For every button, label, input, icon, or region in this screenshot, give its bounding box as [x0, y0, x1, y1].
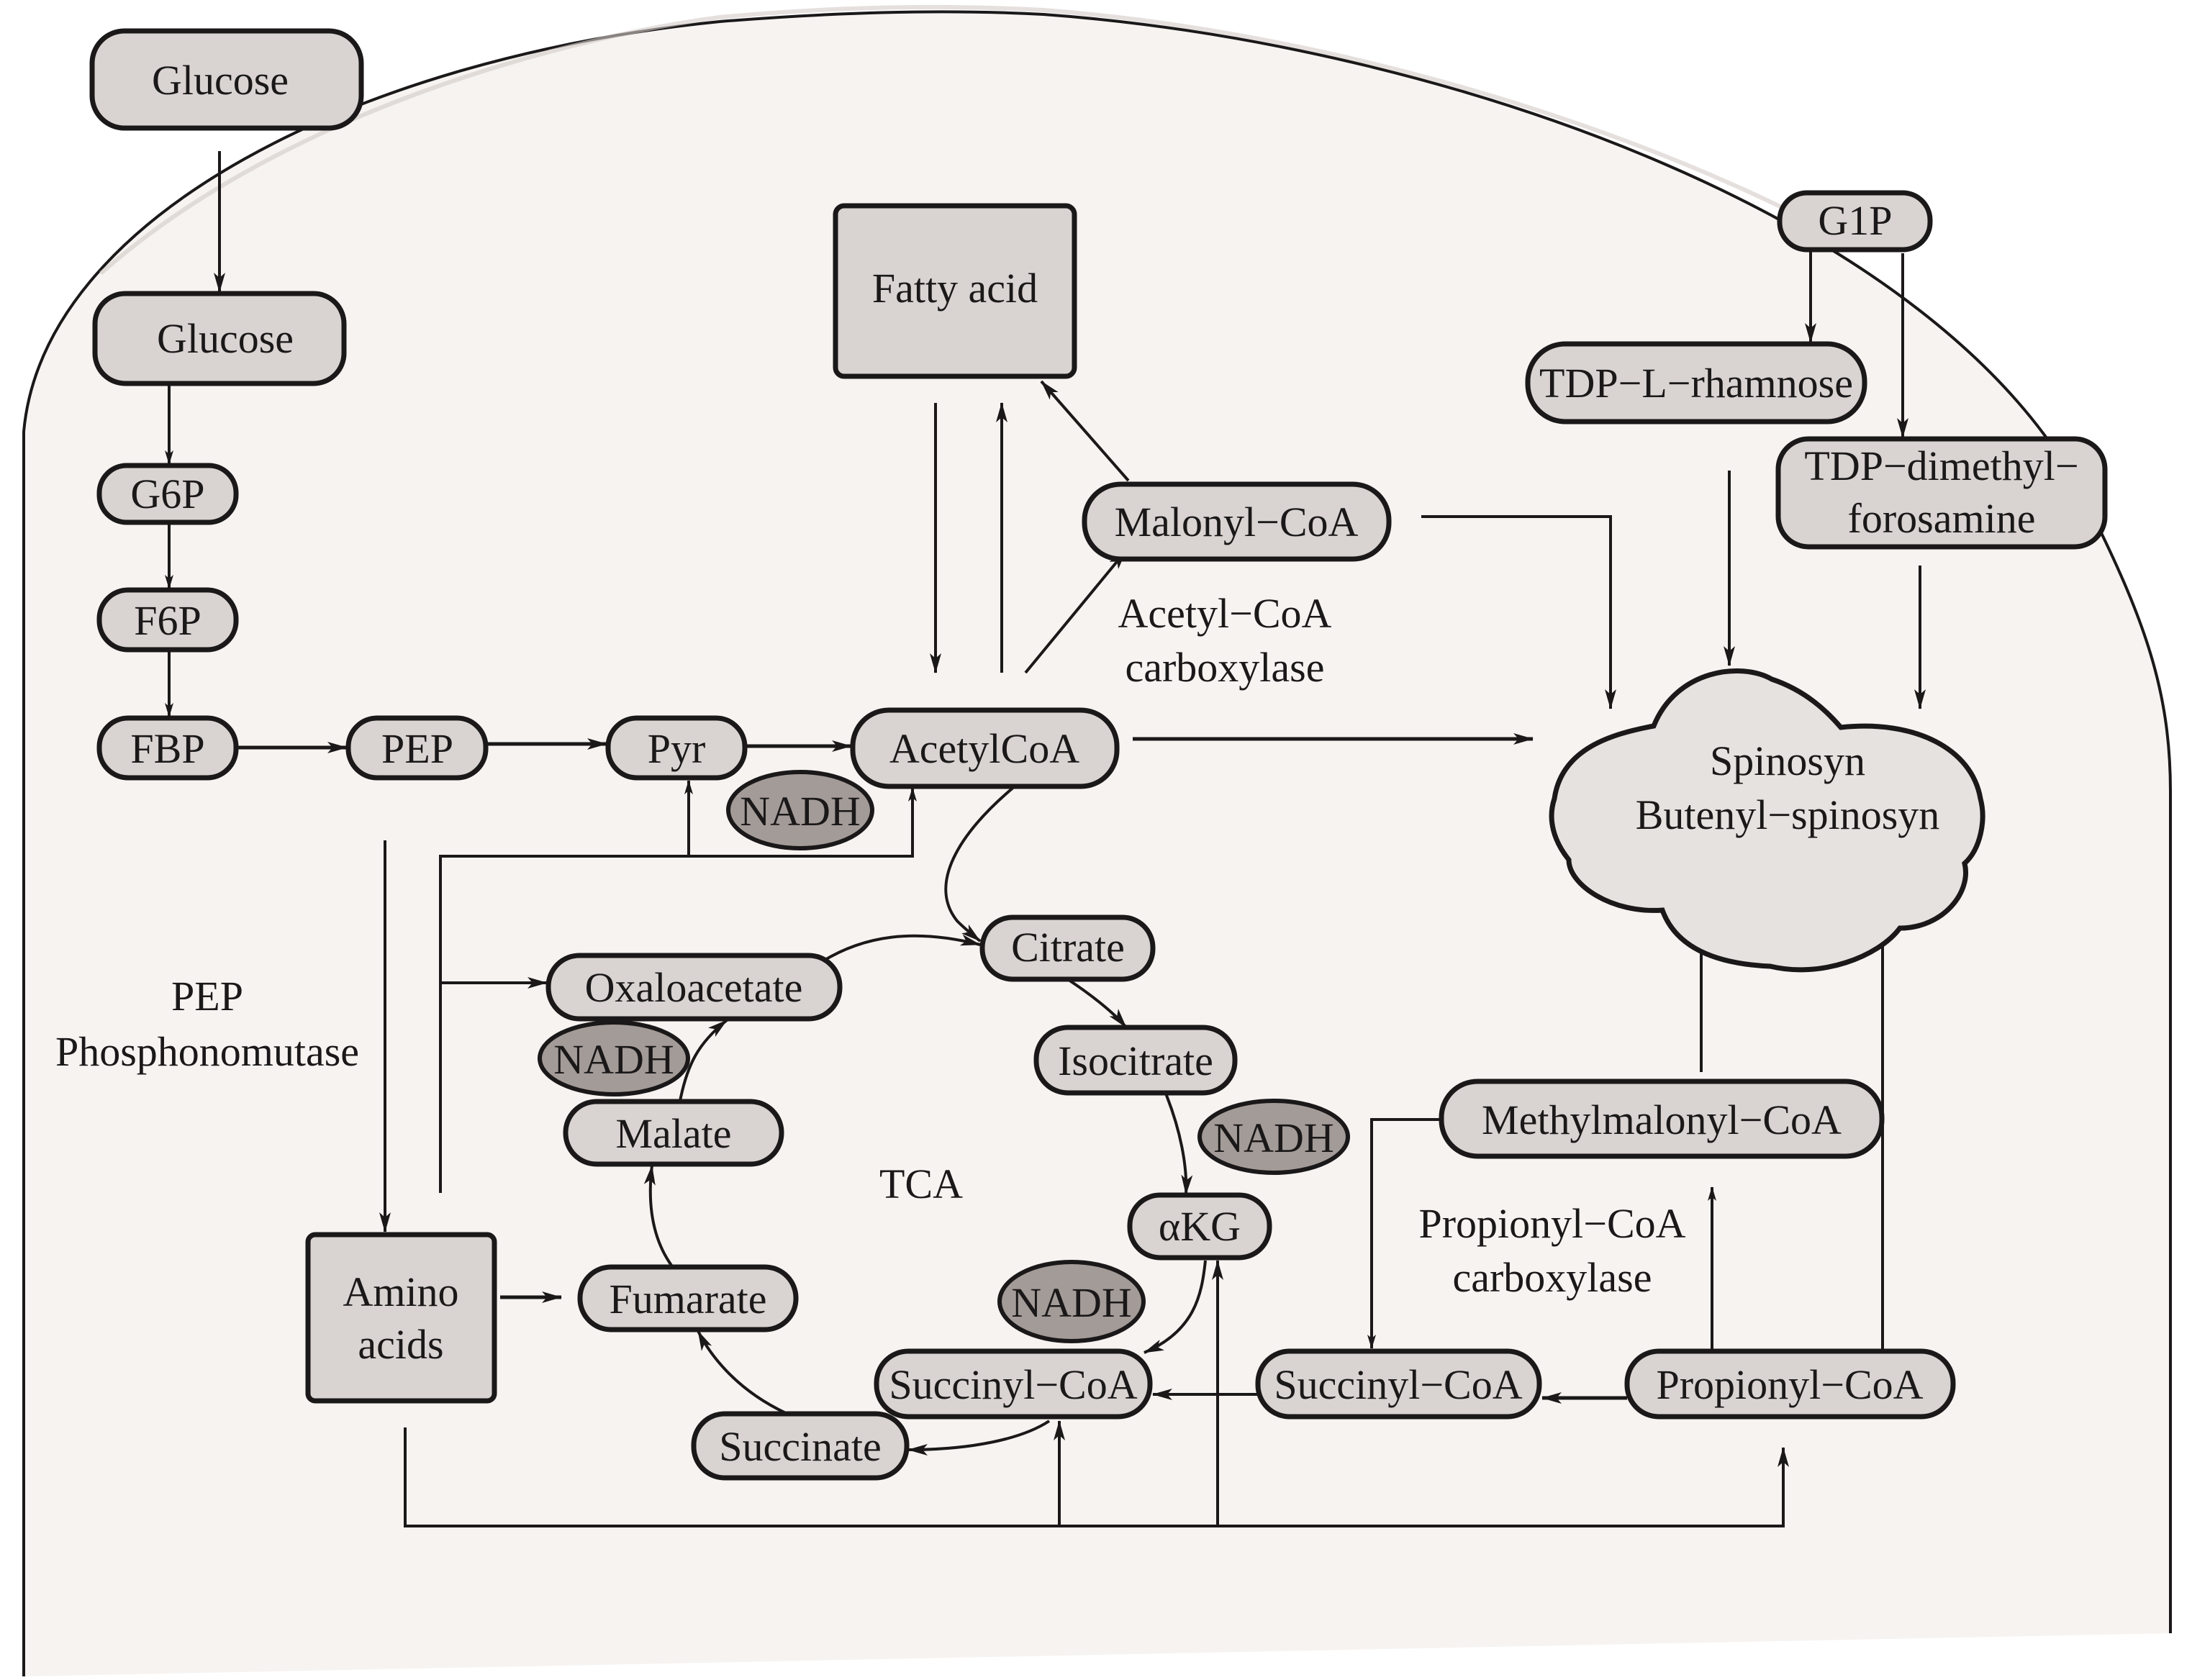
label-nadh-isocitrate: NADH [1213, 1114, 1334, 1161]
label-amino-acids-1: Amino [343, 1268, 458, 1315]
label-malate: Malate [615, 1110, 731, 1157]
node-succinyl-coa-tca[interactable] [874, 1348, 1153, 1420]
label-akg: αKG [1159, 1203, 1241, 1250]
edge-methylmalonyl-succinylcoa [1367, 1118, 1441, 1349]
label-fumarate: Fumarate [609, 1276, 766, 1322]
cofactor-nadh-isocitrate [1197, 1099, 1350, 1175]
edge-malonylcoa-spinosyn [1421, 515, 1616, 709]
label-tdp-rhamnose: TDP−L−rhamnose [1539, 360, 1853, 407]
label-propionyl-coa-carboxylase-1: Propionyl−CoA [1418, 1200, 1685, 1247]
node-akg[interactable] [1127, 1192, 1272, 1261]
edge-acetylcoa-malonylcoa [1024, 549, 1128, 674]
node-tdp-rhamnose[interactable] [1525, 341, 1867, 424]
label-pep: PEP [381, 725, 453, 772]
label-fbp: FBP [130, 725, 204, 772]
label-citrate: Citrate [1011, 924, 1125, 971]
label-isocitrate: Isocitrate [1058, 1037, 1213, 1084]
label-glucose-external: Glucose [152, 57, 289, 104]
node-malate[interactable] [563, 1099, 784, 1167]
node-g6p[interactable] [96, 463, 239, 525]
node-propionyl-coa[interactable] [1624, 1348, 1956, 1420]
label-acetyl-coa-carboxylase-1: Acetyl−CoA [1118, 590, 1332, 637]
label-tdp-forosamine-2: forosamine [1848, 495, 2036, 542]
node-fatty-acid[interactable] [833, 203, 1077, 379]
label-methylmalonyl-coa: Methylmalonyl−CoA [1482, 1096, 1842, 1143]
label-spinosyn-1: Spinosyn [1710, 737, 1865, 784]
edge-acetylcoa-citrate [944, 785, 1016, 943]
node-malonyl-coa[interactable] [1082, 481, 1392, 562]
node-acetylcoa[interactable] [850, 707, 1120, 789]
node-glucose-internal[interactable] [92, 291, 347, 386]
edge-akg-succinylcoa [1144, 1260, 1207, 1354]
cofactor-nadh-akg [997, 1260, 1146, 1343]
node-succinyl-coa-propionate[interactable] [1255, 1348, 1542, 1420]
node-citrate[interactable] [979, 914, 1156, 982]
label-g6p: G6P [130, 471, 204, 517]
cell-membrane-shadow [99, 4, 1801, 276]
node-succinate[interactable] [691, 1411, 910, 1481]
label-amino-acids-2: acids [358, 1321, 443, 1368]
node-f6p[interactable] [96, 587, 239, 653]
label-fatty-acid: Fatty acid [872, 265, 1038, 312]
label-pyr: Pyr [648, 725, 706, 772]
edge-aminoacids-bus [404, 1427, 1789, 1527]
edge-oaa-citrate [819, 934, 981, 964]
label-propionyl-coa-carboxylase-2: carboxylase [1453, 1254, 1652, 1301]
node-g1p[interactable] [1777, 190, 1933, 253]
label-f6p: F6P [134, 597, 201, 644]
node-glucose-external[interactable] [89, 28, 364, 131]
node-pyr[interactable] [605, 715, 748, 781]
label-acetyl-coa-carboxylase-2: carboxylase [1126, 644, 1325, 691]
label-propionyl-coa: Propionyl−CoA [1656, 1361, 1923, 1408]
label-tca: TCA [879, 1161, 963, 1207]
node-isocitrate[interactable] [1033, 1025, 1238, 1096]
label-nadh-pyr: NADH [740, 788, 861, 835]
node-pep[interactable] [345, 715, 489, 781]
cofactor-nadh-malate [538, 1020, 690, 1096]
label-spinosyn-2: Butenyl−spinosyn [1636, 791, 1940, 838]
edge-malate-oaa [679, 1019, 728, 1102]
edge-citrate-isocitrate [1067, 979, 1128, 1029]
cell-membrane [24, 12, 2170, 1676]
edge-isocitrate-akg [1164, 1093, 1193, 1195]
label-succinyl-coa-tca: Succinyl−CoA [889, 1361, 1137, 1408]
label-tdp-forosamine-1: TDP−dimethyl− [1804, 442, 2078, 489]
label-pep-phosphonomutase-1: PEP [171, 973, 243, 1020]
label-succinyl-coa-propionate: Succinyl−CoA [1274, 1361, 1522, 1408]
node-tdp-forosamine[interactable] [1775, 436, 2108, 550]
edge-succinylcoa-succinate [907, 1420, 1051, 1456]
label-nadh-malate: NADH [553, 1036, 674, 1083]
node-spinosyn-cloud[interactable] [1549, 668, 1985, 973]
label-g1p: G1P [1818, 197, 1892, 244]
edge-malonylcoa-fattyacid [1040, 380, 1130, 482]
edge-succinate-fumarate [697, 1330, 787, 1415]
label-nadh-akg: NADH [1011, 1279, 1132, 1326]
node-oxaloacetate[interactable] [545, 953, 843, 1022]
label-malonyl-coa: Malonyl−CoA [1115, 499, 1359, 545]
node-fumarate[interactable] [577, 1264, 799, 1332]
node-amino-acids[interactable] [305, 1232, 497, 1404]
edge-fumarate-malate [643, 1165, 674, 1268]
cofactor-nadh-pyr [726, 770, 874, 850]
node-methylmalonyl-coa[interactable] [1439, 1079, 1885, 1159]
label-succinate: Succinate [719, 1423, 881, 1470]
edge-aminoacids-network [439, 787, 917, 1193]
node-fbp[interactable] [96, 715, 239, 781]
label-oxaloacetate: Oxaloacetate [585, 964, 803, 1011]
label-glucose-internal: Glucose [157, 315, 294, 362]
label-acetylcoa: AcetylCoA [889, 725, 1079, 772]
label-pep-phosphonomutase-2: Phosphonomutase [55, 1028, 359, 1075]
